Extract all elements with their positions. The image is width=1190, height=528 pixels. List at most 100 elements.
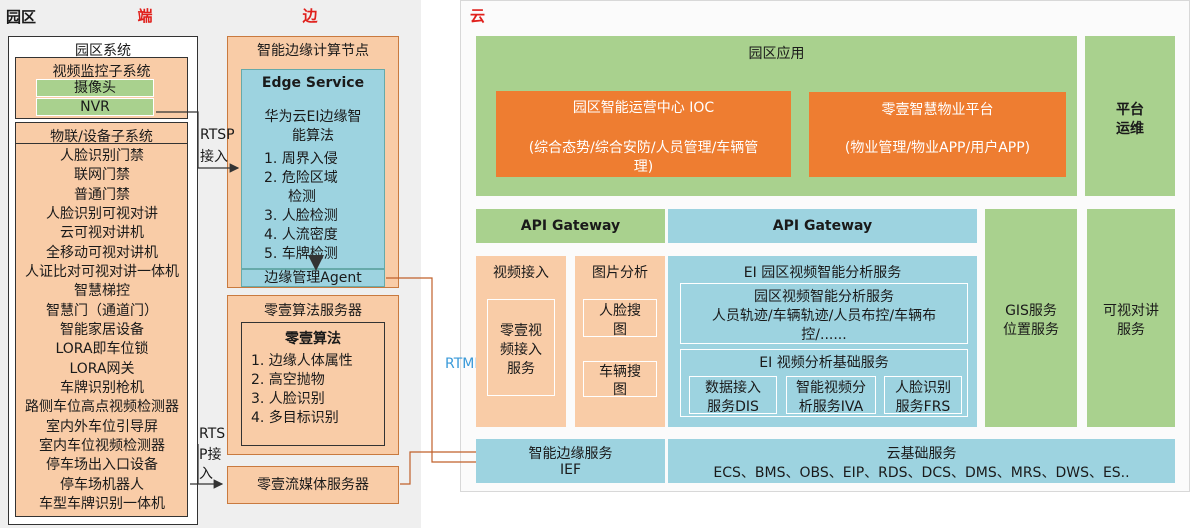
ei-base-box bbox=[680, 349, 968, 417]
platform-ops-line2: 运维 bbox=[1116, 121, 1144, 137]
gis-box bbox=[985, 209, 1077, 427]
list-item: 停车场出入口设备 bbox=[46, 457, 158, 474]
list-item: 2. 危险区域 bbox=[264, 170, 338, 186]
camera-item: 摄像头 bbox=[36, 79, 154, 97]
intercom-line2: 服务 bbox=[1117, 322, 1145, 338]
park-video-service-desc-line2: 控/...... bbox=[801, 327, 847, 343]
ei-service-box bbox=[668, 256, 977, 427]
list-item: 人证比对可视对讲一体机 bbox=[25, 263, 179, 280]
region-label-bian: 边 bbox=[302, 7, 318, 25]
video-subsystem-title: 视频监控子系统 bbox=[52, 64, 151, 80]
gis-line2: 位置服务 bbox=[1003, 322, 1059, 338]
face-search-line1: 人脸搜 bbox=[599, 303, 641, 319]
rtmp-label: RTMP bbox=[445, 356, 483, 372]
list-item: 车型车牌识别一体机 bbox=[39, 495, 165, 512]
cloud-base-title: 云基础服务 bbox=[886, 446, 957, 462]
region-label-park: 园区 bbox=[6, 8, 37, 26]
frs-box bbox=[884, 376, 962, 414]
list-item: 智慧门（通道门） bbox=[46, 302, 158, 319]
video-access-box bbox=[476, 256, 566, 427]
rtsp-label-1b: 接入 bbox=[200, 149, 228, 165]
vehicle-search-line2: 图 bbox=[613, 382, 627, 398]
ioc-box bbox=[496, 91, 791, 177]
iot-subsystem-title: 物联/设备子系统 bbox=[50, 129, 153, 145]
video-access-service-box bbox=[487, 299, 555, 396]
park-video-service-title: 园区视频智能分析服务 bbox=[754, 289, 894, 305]
platform-ops-line1: 平台 bbox=[1116, 102, 1144, 118]
vehicle-search-box bbox=[583, 361, 657, 397]
park-video-service-box bbox=[680, 283, 968, 344]
list-item: LORA即车位锁 bbox=[55, 341, 149, 358]
edge-node-title: 智能边缘计算节点 bbox=[257, 43, 369, 59]
property-platform-title: 零壹智慧物业平台 bbox=[881, 102, 994, 118]
list-item: 路侧车位高点视频检测器 bbox=[25, 399, 179, 416]
dis-box bbox=[689, 376, 777, 414]
algo-server-title: 零壹算法服务器 bbox=[264, 303, 362, 319]
edge-algo-title-line2: 能算法 bbox=[292, 128, 334, 144]
frs-line2: 服务FRS bbox=[895, 399, 951, 415]
video-access-service-line2: 频接入 bbox=[500, 342, 542, 358]
list-item: 4. 人流密度 bbox=[264, 227, 338, 243]
iva-line2: 析服务IVA bbox=[798, 399, 864, 415]
list-item: 智能家居设备 bbox=[60, 321, 144, 338]
rtsp-label-2c: 入 bbox=[199, 466, 213, 482]
region-label-duan: 端 bbox=[137, 7, 153, 25]
algo-inner-title: 零壹算法 bbox=[285, 331, 341, 347]
algo-server-list: 1. 边缘人体属性 2. 高空抛物 3. 人脸识别 4. 多目标识别 bbox=[251, 352, 381, 428]
list-item: 联网门禁 bbox=[74, 167, 130, 184]
list-item: 普通门禁 bbox=[74, 186, 130, 203]
image-analysis-title: 图片分析 bbox=[592, 265, 648, 281]
rtsp-label-2a: RTS bbox=[199, 426, 226, 442]
dis-line1: 数据接入 bbox=[705, 380, 761, 396]
park-apps-title: 园区应用 bbox=[748, 46, 805, 62]
face-search-box bbox=[583, 299, 657, 337]
edge-service-title: Edge Service bbox=[261, 75, 365, 91]
cloud-base-box bbox=[668, 439, 1175, 483]
list-item: 4. 多目标识别 bbox=[251, 410, 339, 426]
ief-box bbox=[476, 439, 665, 483]
frs-line1: 人脸识别 bbox=[895, 380, 951, 396]
ioc-title: 园区智能运营中心 IOC bbox=[572, 100, 715, 116]
api-gateway-2: API Gateway bbox=[668, 209, 977, 243]
rtsp-label-2b: P接 bbox=[199, 447, 222, 463]
face-search-line2: 图 bbox=[613, 322, 627, 338]
nvr-item: NVR bbox=[36, 98, 154, 116]
list-item: 1. 周界入侵 bbox=[264, 151, 338, 167]
iot-subsystem-box bbox=[15, 122, 188, 517]
ief-line2: IEF bbox=[559, 462, 582, 478]
list-item: 2. 高空抛物 bbox=[251, 372, 325, 388]
algo-inner-box bbox=[241, 322, 385, 446]
intercom-line1: 可视对讲 bbox=[1103, 303, 1159, 319]
iva-box bbox=[786, 376, 876, 414]
video-access-title: 视频接入 bbox=[493, 265, 549, 281]
iva-line1: 智能视频分 bbox=[796, 380, 866, 396]
property-platform-box bbox=[809, 92, 1066, 177]
list-item: 检测 bbox=[288, 189, 316, 205]
rtsp-label-1a: RTSP bbox=[200, 127, 235, 143]
iot-subsystem-divider bbox=[15, 143, 188, 144]
list-item: 智慧梯控 bbox=[74, 283, 130, 300]
rtmp-connector bbox=[400, 451, 480, 485]
video-access-service-line1: 零壹视 bbox=[500, 323, 542, 339]
intercom-box bbox=[1087, 209, 1175, 427]
list-item: 人脸识别可视对讲 bbox=[46, 205, 158, 222]
park-system-title: 园区系统 bbox=[75, 43, 131, 59]
list-item: 1. 边缘人体属性 bbox=[251, 353, 353, 369]
edge-algo-title-line1: 华为云EI边缘智 bbox=[264, 109, 362, 125]
ei-base-title: EI 视频分析基础服务 bbox=[759, 355, 889, 371]
park-video-service-desc-line1: 人员轨迹/车辆轨迹/人员布控/车辆布 bbox=[711, 308, 937, 324]
list-item: 停车场机器人 bbox=[60, 476, 144, 493]
list-item: LORA网关 bbox=[69, 360, 135, 377]
ioc-desc-line2: 理) bbox=[633, 159, 654, 175]
edge-service-box bbox=[241, 69, 385, 269]
api-gateway-1: API Gateway bbox=[476, 209, 665, 243]
property-platform-desc: (物业管理/物业APP/用户APP) bbox=[844, 140, 1031, 156]
region-label-yun: 云 bbox=[470, 7, 486, 25]
gis-line1: GIS服务 bbox=[1005, 303, 1057, 319]
video-access-service-line3: 服务 bbox=[507, 361, 535, 377]
ei-service-title: EI 园区视频智能分析服务 bbox=[743, 265, 902, 281]
list-item: 室内车位视频检测器 bbox=[39, 437, 165, 454]
image-analysis-box bbox=[575, 256, 665, 427]
platform-ops-box bbox=[1085, 36, 1175, 196]
rtsp-connector-1 bbox=[156, 111, 240, 173]
